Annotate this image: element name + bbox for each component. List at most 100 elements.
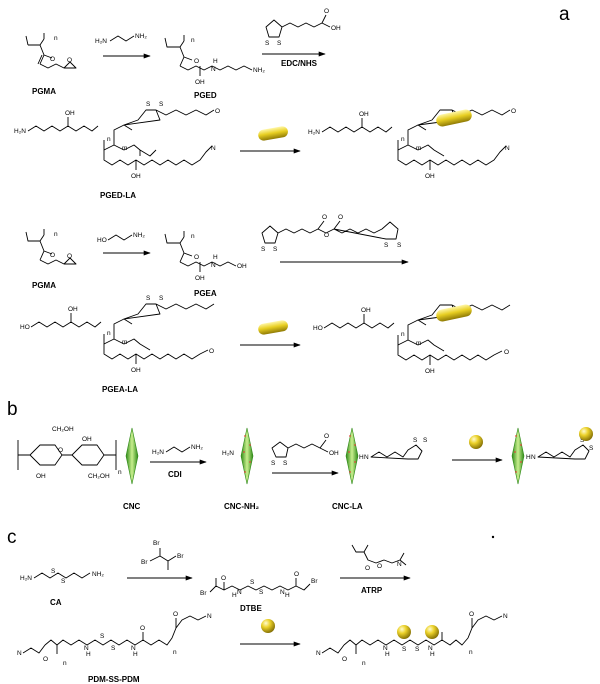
- bound-gold-nanosphere: [579, 427, 593, 441]
- svg-text:Br: Br: [177, 553, 184, 560]
- cnc-au-chain: H N S S: [526, 427, 594, 461]
- stray-dot: [491, 535, 495, 539]
- svg-text:H: H: [213, 58, 218, 65]
- svg-text:OH: OH: [131, 173, 141, 180]
- svg-text:CH₂OH: CH₂OH: [88, 473, 110, 480]
- svg-text:H: H: [526, 454, 531, 461]
- svg-text:OH: OH: [195, 275, 205, 282]
- svg-text:OH: OH: [237, 263, 247, 270]
- svg-text:S: S: [259, 589, 264, 596]
- svg-text:m: m: [416, 145, 421, 152]
- label-pgma-2: PGMA: [32, 281, 56, 290]
- svg-text:n: n: [54, 231, 58, 238]
- svg-text:n: n: [191, 37, 195, 44]
- svg-text:HO: HO: [97, 237, 107, 244]
- svg-text:OH: OH: [425, 368, 435, 375]
- svg-text:O: O: [194, 254, 199, 261]
- svg-text:N: N: [211, 145, 216, 152]
- svg-text:O: O: [324, 8, 329, 15]
- svg-text:O: O: [469, 611, 474, 618]
- svg-text:O: O: [50, 56, 55, 63]
- structure-cellulose: CH₂OH OH O OH CH₂OH n: [17, 426, 122, 480]
- svg-text:N: N: [17, 650, 22, 657]
- label-pdm-ss-pdm: PDM-SS-PDM: [88, 675, 140, 684]
- svg-text:N: N: [237, 589, 242, 596]
- svg-text:NH₂: NH₂: [253, 67, 265, 74]
- label-ca: CA: [50, 598, 62, 607]
- svg-text:O: O: [140, 625, 145, 632]
- svg-text:S: S: [415, 646, 420, 653]
- svg-text:OH: OH: [65, 110, 75, 117]
- svg-text:H: H: [213, 254, 218, 261]
- svg-text:O: O: [215, 108, 220, 115]
- bound-gold-nanorod-2: [436, 304, 472, 322]
- panel-label-a: a: [559, 4, 570, 25]
- svg-text:n: n: [401, 136, 405, 143]
- svg-text:H₂N: H₂N: [20, 575, 32, 582]
- gold-nanorod-reagent-2: [258, 320, 288, 335]
- reagent-lipoic-acid-2: S S O OH: [271, 433, 339, 467]
- svg-text:O: O: [377, 563, 382, 570]
- svg-text:H₂N: H₂N: [14, 128, 26, 135]
- label-cnc-la: CNC-LA: [332, 502, 363, 511]
- svg-text:n: n: [118, 469, 122, 476]
- svg-text:OH: OH: [359, 111, 369, 118]
- svg-text:O: O: [324, 232, 329, 239]
- svg-text:O: O: [221, 575, 226, 582]
- reagent-bromoisobutyryl-bromide: Br Br Br: [141, 540, 184, 570]
- svg-text:N: N: [131, 645, 136, 652]
- svg-text:S: S: [250, 579, 255, 586]
- cnc-au-surface-dots: [514, 435, 522, 473]
- svg-text:H: H: [86, 651, 91, 658]
- svg-text:H: H: [232, 592, 237, 599]
- bound-gold-nanosphere-c2: [425, 625, 439, 639]
- cnc-au-crystal: [511, 427, 525, 485]
- label-pged: PGED: [194, 91, 217, 100]
- svg-text:m: m: [416, 340, 421, 347]
- svg-text:NH₂: NH₂: [92, 571, 104, 578]
- svg-text:HO: HO: [313, 325, 323, 332]
- svg-text:n: n: [362, 660, 366, 667]
- svg-text:H: H: [133, 651, 138, 658]
- structure-pdm-ss-pdm: N O n N H S S N H O O N n: [17, 611, 212, 667]
- svg-text:O: O: [58, 447, 63, 454]
- svg-text:OH: OH: [36, 473, 46, 480]
- svg-text:HO: HO: [20, 324, 30, 331]
- svg-text:O: O: [338, 214, 343, 221]
- svg-text:N: N: [397, 561, 402, 568]
- reagent-lipoic-acid-1: S S O OH: [265, 8, 341, 47]
- svg-text:N: N: [503, 613, 508, 620]
- structure-pged-la: H₂N OH OH n m S S O N: [14, 101, 220, 180]
- svg-text:S: S: [589, 445, 594, 452]
- svg-text:N: N: [531, 454, 536, 461]
- svg-text:m: m: [122, 145, 127, 152]
- svg-text:S: S: [277, 40, 282, 47]
- pgma-n-label: n: [54, 35, 58, 42]
- svg-text:O: O: [365, 565, 370, 572]
- svg-text:O: O: [50, 252, 55, 259]
- svg-text:OH: OH: [82, 436, 92, 443]
- svg-text:N: N: [428, 645, 433, 652]
- panel-label-b: b: [7, 399, 18, 420]
- svg-text:n: n: [401, 331, 405, 338]
- svg-text:OH: OH: [425, 173, 435, 180]
- structure-pgma-2: n O O: [25, 229, 77, 265]
- structure-pgea: n O OH H N OH: [164, 231, 247, 282]
- svg-text:S: S: [271, 460, 276, 467]
- svg-text:O: O: [209, 348, 214, 355]
- cnc-nh2-surface-dots: [243, 435, 251, 473]
- label-cnc-nh2: CNC-NH₂: [224, 502, 260, 511]
- svg-text:N: N: [211, 262, 216, 269]
- structure-pgma-1: n O O: [25, 33, 77, 69]
- cnc-la-surface-dots: [348, 435, 356, 473]
- svg-text:m: m: [122, 339, 127, 346]
- gold-nanorod-reagent: [258, 126, 288, 141]
- cnc-crystal: [125, 427, 139, 485]
- svg-text:S: S: [283, 460, 288, 467]
- svg-text:H₂N: H₂N: [95, 38, 107, 45]
- svg-text:S: S: [261, 246, 266, 253]
- svg-text:S: S: [111, 645, 116, 652]
- structure-pdm-s-au: N O n N H S S N H O N n: [316, 611, 508, 667]
- gold-nanosphere-reagent-2: [261, 619, 275, 633]
